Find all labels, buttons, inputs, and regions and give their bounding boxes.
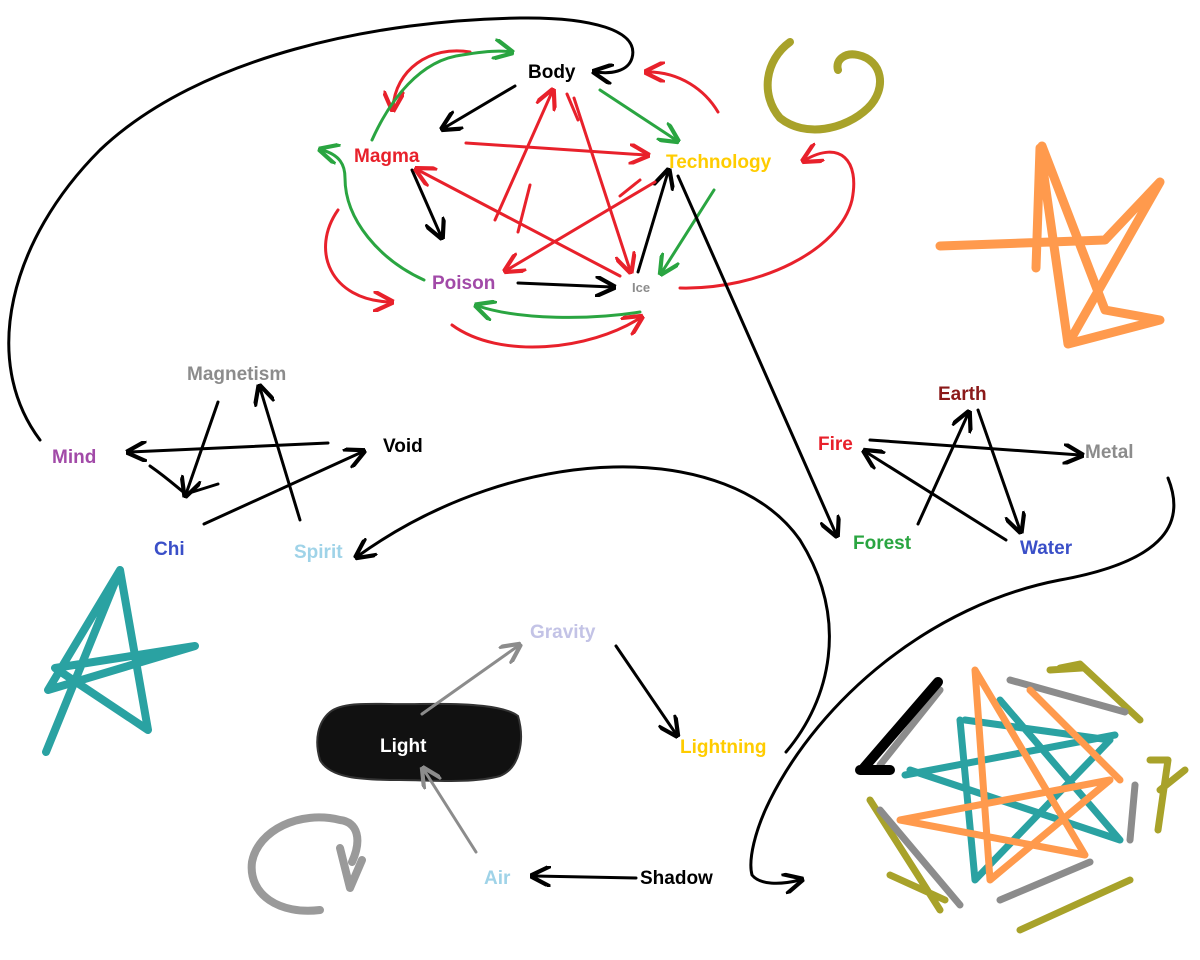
arrow-red-poison-to-body [493,92,552,222]
decorations [42,38,1189,934]
arrow-red-curve-tech-to-body [648,72,720,114]
light-black-blob [316,702,522,782]
arrow-light-to-gravity [420,646,518,716]
arrow-green-ice-to-poison [478,306,642,317]
arrow-ice-to-technology [636,172,668,274]
arrow-green-technology-to-ice [662,188,716,272]
node-lightning: Lightning [680,737,767,758]
arrow-fire-to-metal [868,438,1080,455]
node-magma: Magma [354,146,420,167]
arrow-green-poison-to-magma [322,150,426,282]
multicolor-scribble-cluster [855,660,1189,934]
arrow-body-to-magma [444,84,517,128]
arrow-red-magma-to-technology [464,141,646,155]
node-ice: Ice [632,280,650,295]
olive-spiral-icon [763,38,885,134]
node-labels: Body Magma Technology Poison Ice Magneti… [52,62,1134,889]
left-cluster-arrows [130,388,362,526]
node-gravity: Gravity [530,622,596,643]
curve-lightning-to-spirit [358,465,831,754]
orange-star-icon [935,141,1165,349]
arrow-forest-to-earth [916,414,968,526]
arrow-red-curve-magma-to-poison [324,208,390,302]
arrow-earth-to-water [976,408,1020,530]
arrow-red-curve-body-to-magma [393,49,472,108]
arrow-mind-to-spirit [148,464,220,496]
arrow-green-magma-to-body [370,51,510,142]
arrow-gravity-to-lightning [614,644,676,734]
node-light: Light [380,736,427,757]
node-spirit: Spirit [294,542,343,563]
arrow-red-curve-ice-to-tech [678,152,856,290]
arrow-water-to-fire [866,452,1008,542]
arrow-red-dash-1 [516,183,532,234]
node-fire: Fire [818,434,853,455]
node-water: Water [1020,538,1073,559]
node-technology: Technology [666,152,772,173]
arrow-chi-to-void [202,452,362,526]
arrow-magnetism-to-chi [186,400,220,494]
node-magnetism: Magnetism [187,364,286,385]
node-body: Body [528,62,576,83]
node-metal: Metal [1085,442,1134,463]
arrow-red-curve-poison-to-ice [450,318,640,349]
top-cluster-arrows [322,49,856,349]
arrow-red-body-to-ice [572,96,630,270]
node-poison: Poison [432,273,495,294]
right-cluster-arrows [866,408,1080,542]
curve-technology-to-forest [676,174,836,534]
gray-spiral-icon [247,813,366,915]
bottom-cluster [316,644,676,878]
node-mind: Mind [52,447,96,468]
arrow-red-dash-2 [565,92,580,122]
node-chi: Chi [154,539,185,560]
arrow-red-technology-to-poison [507,180,657,270]
arrow-air-to-light [424,770,478,854]
arrow-shadow-to-air [534,876,638,878]
node-shadow: Shadow [640,868,713,889]
arrow-void-to-mind [130,443,330,452]
arrow-red-dash-3 [618,178,642,198]
curve-metal-to-shadow [749,476,1176,883]
curve-mind-to-body [7,16,635,442]
teal-star-icon [42,566,199,756]
node-air: Air [484,868,511,889]
node-void: Void [383,436,423,457]
connecting-curves [7,16,1176,883]
node-forest: Forest [853,533,912,554]
arrow-green-body-to-technology [598,88,676,140]
arrow-spirit-to-magnetism [260,388,302,522]
node-earth: Earth [938,384,987,405]
arrow-poison-to-ice [516,283,612,287]
